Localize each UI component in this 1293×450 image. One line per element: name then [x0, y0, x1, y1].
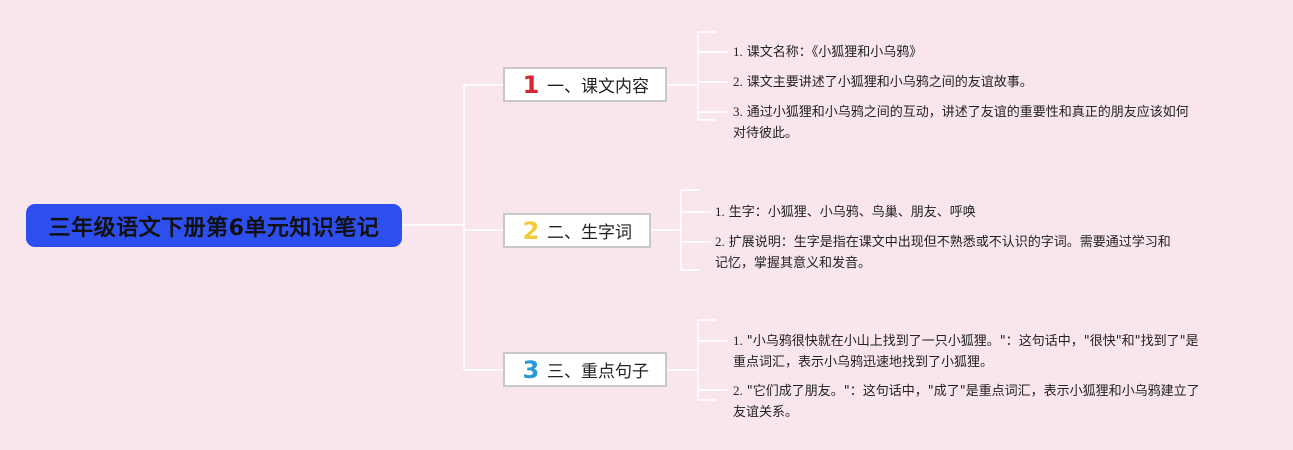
item-text-continued: 记忆，掌握其意义和发音。 [715, 256, 872, 271]
number-1-icon: 1 [522, 70, 540, 99]
item-number: 3. [733, 104, 743, 119]
item-text: 生字：小狐狸、小乌鸦、鸟巢、朋友、呼唤 [728, 205, 976, 220]
item-number: 1. [733, 333, 743, 348]
item-text-continued: 重点词汇，表示小乌鸦迅速地找到了小狐狸。 [733, 355, 994, 370]
topic-node-2[interactable]: 2 二、生字词 [503, 213, 651, 248]
leaf-item[interactable]: 3.通过小狐狸和小乌鸦之间的互动，讲述了友谊的重要性和真正的朋友应该如何 对待彼… [733, 101, 1189, 144]
item-text: "它们成了朋友。"：这句话中，"成了"是重点词汇，表示小狐狸和小乌鸦建立了 [746, 384, 1200, 399]
topic-label: 二、生字词 [547, 223, 632, 243]
leaf-item[interactable]: 2.课文主要讲述了小狐狸和小乌鸦之间的友谊故事。 [733, 71, 1033, 93]
item-text: 扩展说明：生字是指在课文中出现但不熟悉或不认识的字词。需要通过学习和 [728, 235, 1171, 250]
item-number: 2. [715, 234, 725, 249]
topic-label: 一、课文内容 [547, 77, 649, 97]
leaf-item[interactable]: 1."小乌鸦很快就在小山上找到了一只小狐狸。"：这句话中，"很快"和"找到了"是… [733, 330, 1199, 373]
item-number: 2. [733, 383, 743, 398]
number-3-icon: 3 [522, 355, 540, 384]
leaf-item[interactable]: 2."它们成了朋友。"：这句话中，"成了"是重点词汇，表示小狐狸和小乌鸦建立了 … [733, 380, 1200, 423]
item-text: "小乌鸦很快就在小山上找到了一只小狐狸。"：这句话中，"很快"和"找到了"是 [746, 334, 1199, 349]
root-title: 三年级语文下册第6单元知识笔记 [48, 215, 380, 241]
item-text-continued: 对待彼此。 [733, 126, 799, 141]
topic-label: 三、重点句子 [547, 362, 649, 382]
root-node[interactable]: 三年级语文下册第6单元知识笔记 [26, 204, 402, 247]
item-number: 2. [733, 74, 743, 89]
item-text: 课文主要讲述了小狐狸和小乌鸦之间的友谊故事。 [746, 75, 1033, 90]
item-text: 通过小狐狸和小乌鸦之间的互动，讲述了友谊的重要性和真正的朋友应该如何 [746, 105, 1189, 120]
leaf-item[interactable]: 1.课文名称：《小狐狸和小乌鸦》 [733, 41, 922, 63]
leaf-item[interactable]: 1.生字：小狐狸、小乌鸦、鸟巢、朋友、呼唤 [715, 201, 976, 223]
item-text-continued: 友谊关系。 [733, 405, 799, 420]
topic-node-3[interactable]: 3 三、重点句子 [503, 352, 667, 387]
topic-node-1[interactable]: 1 一、课文内容 [503, 67, 667, 102]
item-text: 课文名称：《小狐狸和小乌鸦》 [746, 45, 923, 60]
number-2-icon: 2 [522, 216, 540, 245]
item-number: 1. [733, 44, 743, 59]
item-number: 1. [715, 204, 725, 219]
leaf-item[interactable]: 2.扩展说明：生字是指在课文中出现但不熟悉或不认识的字词。需要通过学习和 记忆，… [715, 231, 1171, 274]
